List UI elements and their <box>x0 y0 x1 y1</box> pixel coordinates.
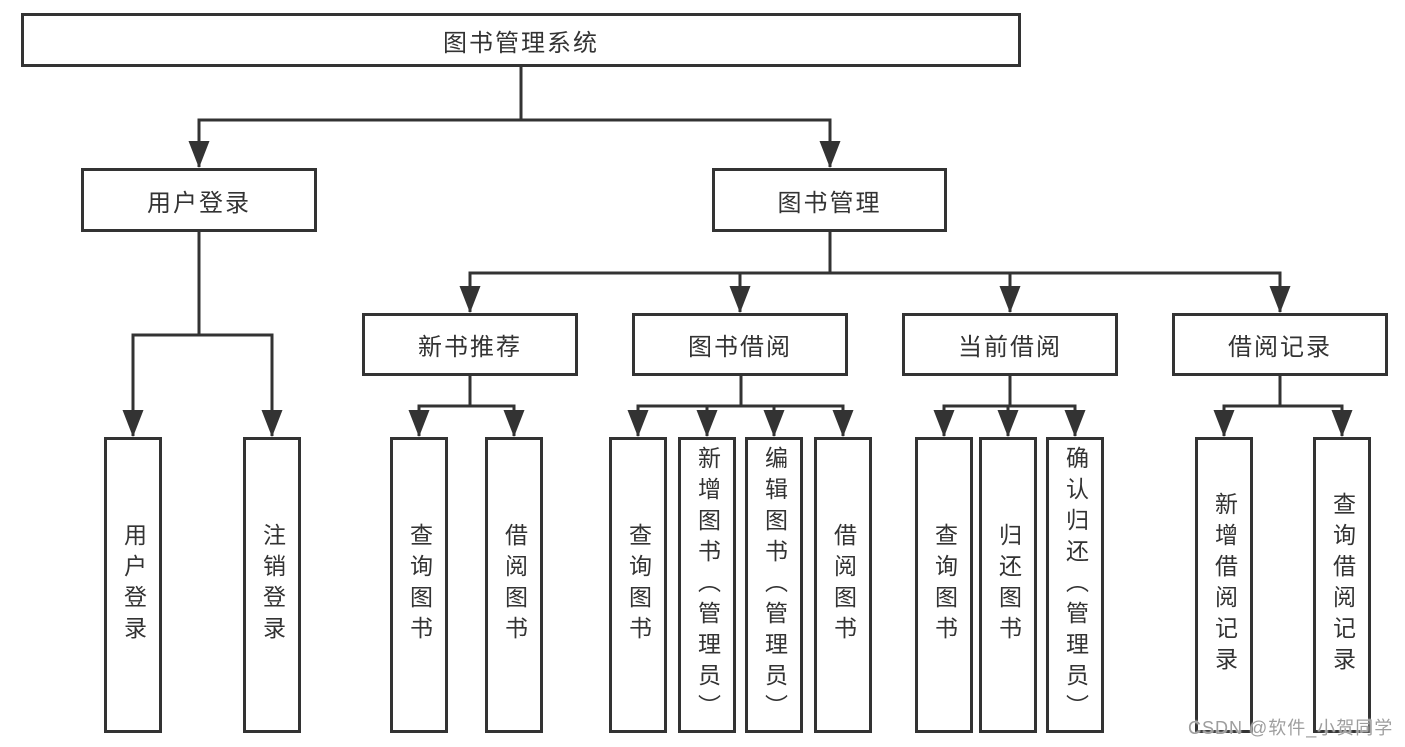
leaf-logout: 注销登录 <box>243 437 301 733</box>
leaf-user-login: 用户登录 <box>104 437 162 733</box>
connector-root-to-level2 <box>188 67 841 168</box>
leaf-record-add: 新增借阅记录 <box>1195 437 1253 733</box>
leaf-borrow-book-label: 借阅图书 <box>830 523 857 647</box>
leaf-new-book-query-label: 查询图书 <box>406 523 433 647</box>
node-book-mgmt: 图书管理 <box>712 168 947 232</box>
leaf-borrow-edit-admin-label: 编辑图书（管理员） <box>761 445 788 725</box>
leaf-new-book-query: 查询图书 <box>390 437 448 733</box>
leaf-borrow-query-label: 查询图书 <box>625 523 652 647</box>
leaf-record-query-label: 查询借阅记录 <box>1329 492 1356 678</box>
node-book-borrow-label: 图书借阅 <box>688 334 792 361</box>
connector-user-login-children <box>122 232 283 437</box>
leaf-borrow-add-admin: 新增图书（管理员） <box>678 437 736 733</box>
node-new-book: 新书推荐 <box>362 313 578 376</box>
leaf-confirm-return-admin-label: 确认归还（管理员） <box>1062 445 1089 725</box>
node-borrow-record: 借阅记录 <box>1172 313 1388 376</box>
leaf-borrow-add-admin-label: 新增图书（管理员） <box>694 445 721 725</box>
node-borrow-record-label: 借阅记录 <box>1228 334 1332 361</box>
node-current-borrow: 当前借阅 <box>902 313 1118 376</box>
leaf-record-query: 查询借阅记录 <box>1313 437 1371 733</box>
leaf-borrow-edit-admin: 编辑图书（管理员） <box>745 437 803 733</box>
leaf-current-query-label: 查询图书 <box>931 523 958 647</box>
connector-borrow-record-children <box>1213 376 1353 437</box>
leaf-current-query: 查询图书 <box>915 437 973 733</box>
node-user-login-label: 用户登录 <box>147 189 251 217</box>
node-book-borrow: 图书借阅 <box>632 313 848 376</box>
node-current-borrow-label: 当前借阅 <box>958 334 1062 361</box>
node-root: 图书管理系统 <box>21 13 1021 67</box>
leaf-return-book: 归还图书 <box>979 437 1037 733</box>
node-book-mgmt-label: 图书管理 <box>777 189 882 217</box>
connector-book-mgmt-children <box>459 232 1291 313</box>
leaf-return-book-label: 归还图书 <box>995 523 1022 647</box>
leaf-borrow-book: 借阅图书 <box>814 437 872 733</box>
leaf-confirm-return-admin: 确认归还（管理员） <box>1046 437 1104 733</box>
node-new-book-label: 新书推荐 <box>418 334 522 361</box>
csdn-watermark: CSDN @软件_小贺同学 <box>1188 718 1394 738</box>
leaf-user-login-label: 用户登录 <box>120 523 147 647</box>
node-root-label: 图书管理系统 <box>443 29 599 57</box>
connector-new-book-children <box>408 376 525 437</box>
connector-book-borrow-children <box>627 376 854 437</box>
leaf-new-book-borrow-label: 借阅图书 <box>501 523 528 647</box>
connector-current-borrow-children <box>933 376 1086 437</box>
leaf-logout-label: 注销登录 <box>259 523 286 647</box>
node-user-login: 用户登录 <box>81 168 317 232</box>
leaf-borrow-query: 查询图书 <box>609 437 667 733</box>
leaf-record-add-label: 新增借阅记录 <box>1211 492 1238 678</box>
leaf-new-book-borrow: 借阅图书 <box>485 437 543 733</box>
